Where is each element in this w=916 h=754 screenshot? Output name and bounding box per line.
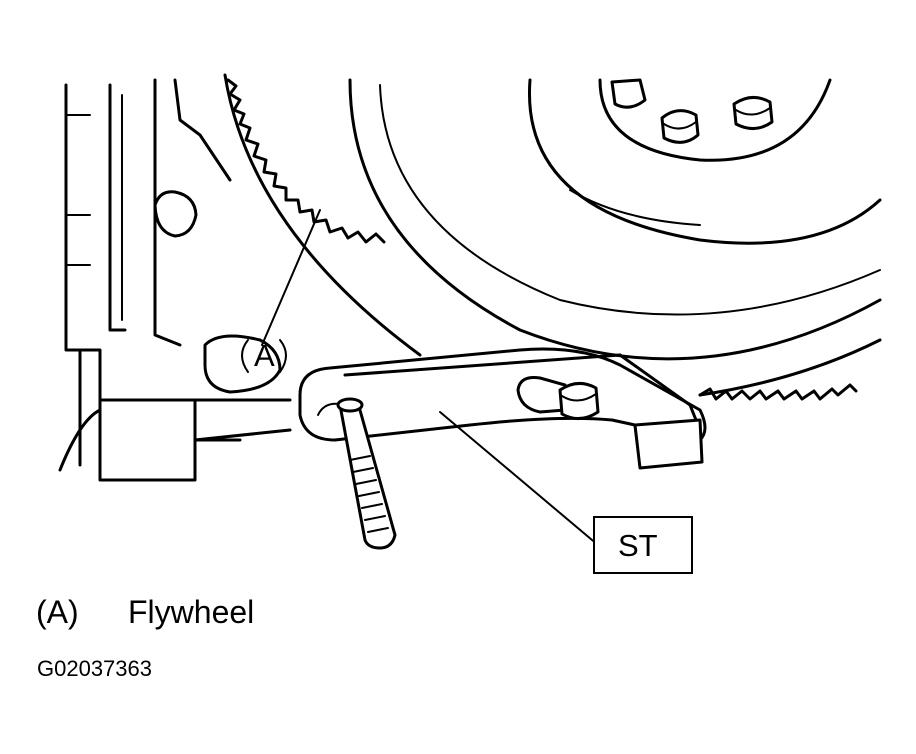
callout-a-paren-left <box>241 339 249 373</box>
legend-row: (A) Flywheel <box>36 594 254 631</box>
callout-st-leader <box>439 411 599 546</box>
threaded-pin <box>336 397 397 550</box>
flywheel-bolt <box>610 78 647 109</box>
callout-st-box <box>593 516 693 574</box>
callout-a-paren-right <box>279 339 287 373</box>
engine-housing <box>58 78 292 482</box>
callout-a-leader <box>261 209 321 346</box>
figure-id: G02037363 <box>37 656 152 681</box>
flywheel-bolt <box>732 96 774 130</box>
legend-description: Flywheel <box>128 594 255 630</box>
flywheel-bolt <box>660 109 700 144</box>
special-tool <box>298 347 707 470</box>
legend-key: (A) <box>36 594 79 630</box>
callout-a-letter: A <box>254 338 275 373</box>
flywheel <box>223 73 882 401</box>
callout-st-label: ST <box>618 528 658 563</box>
